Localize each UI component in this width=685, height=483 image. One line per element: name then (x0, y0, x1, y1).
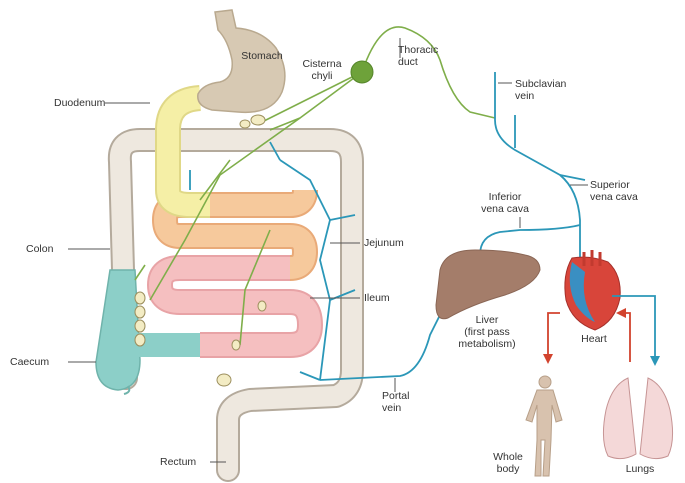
label-rectum: Rectum (160, 456, 196, 468)
label-subclavian-line2: vein (515, 90, 566, 102)
label-cisterna-chyli: Cisterna chyli (296, 58, 348, 82)
label-ileum: Ileum (364, 292, 390, 304)
label-whole-body: Whole body (488, 451, 528, 475)
liver-organ (436, 250, 540, 319)
label-cisterna-line1: Cisterna (296, 58, 348, 70)
label-liver-line2: (first pass (447, 326, 527, 338)
label-superior-vena-cava: Superior vena cava (590, 179, 638, 203)
label-thoracic-duct: Thoracic duct (398, 44, 438, 68)
label-colon: Colon (26, 243, 53, 255)
label-inferior-line1: Inferior (470, 191, 540, 203)
label-portal-line2: vein (382, 402, 409, 414)
cisterna-chyli-node (351, 61, 373, 83)
label-jejunum: Jejunum (364, 237, 404, 249)
label-whole-line2: body (488, 463, 528, 475)
label-subclavian-line1: Subclavian (515, 78, 566, 90)
label-inferior-vena-cava: Inferior vena cava (470, 191, 540, 215)
label-liver-line3: metabolism) (447, 338, 527, 350)
label-duodenum: Duodenum (54, 97, 105, 109)
ileum (140, 268, 310, 345)
label-superior-line2: vena cava (590, 191, 638, 203)
human-body-figure (526, 376, 562, 476)
lungs-organ (603, 378, 672, 459)
label-inferior-line2: vena cava (470, 203, 540, 215)
label-portal-line1: Portal (382, 390, 409, 402)
label-portal-vein: Portal vein (382, 390, 409, 414)
label-thoracic-line2: duct (398, 56, 438, 68)
label-subclavian-vein: Subclavian vein (515, 78, 566, 102)
label-lungs: Lungs (620, 463, 660, 475)
label-cisterna-line2: chyli (296, 70, 348, 82)
label-superior-line1: Superior (590, 179, 638, 191)
label-caecum: Caecum (10, 356, 49, 368)
label-whole-line1: Whole (488, 451, 528, 463)
label-heart: Heart (572, 333, 616, 345)
heart-organ (565, 250, 620, 330)
label-thoracic-line1: Thoracic (398, 44, 438, 56)
label-liver: Liver (first pass metabolism) (447, 314, 527, 350)
label-stomach: Stomach (232, 50, 292, 62)
label-liver-line1: Liver (447, 314, 527, 326)
caecum (96, 270, 140, 394)
